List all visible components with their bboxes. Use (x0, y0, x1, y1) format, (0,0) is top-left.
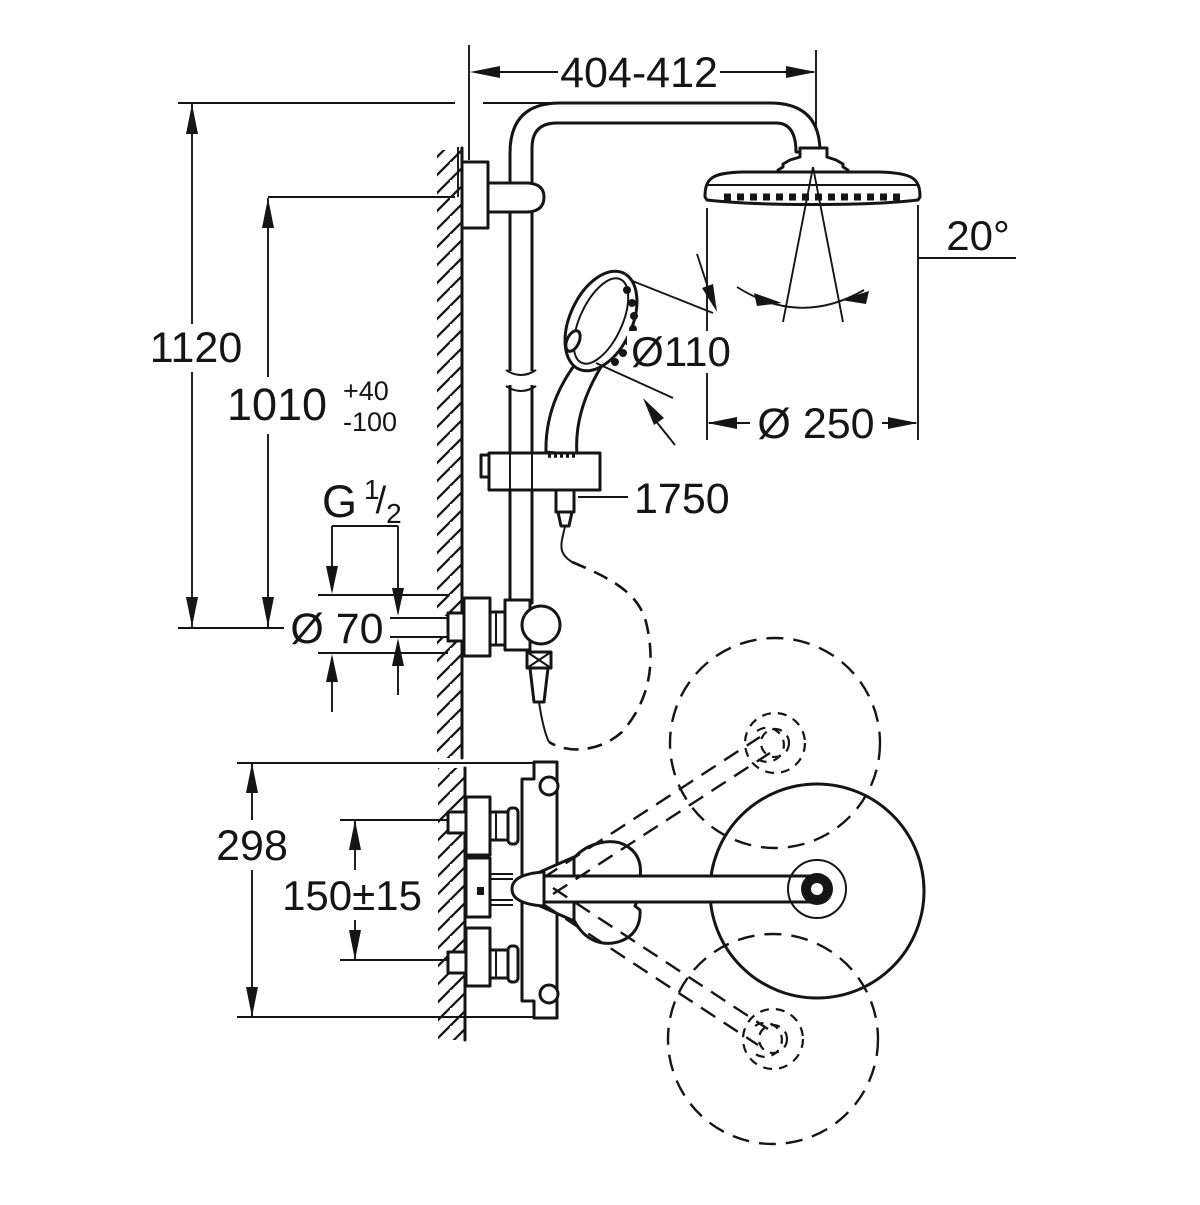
dim-inlet-spacing-label: 150±15 (282, 872, 422, 919)
hand-spray-dots (611, 286, 638, 366)
shower-hose (538, 525, 652, 751)
dim-thread-escutcheon (318, 525, 448, 712)
mode-button (564, 329, 582, 353)
dim-hand-diameter (595, 279, 714, 446)
dim-rail-tol-plus: +40 (343, 376, 389, 406)
hand-shower (544, 269, 639, 457)
dimension-lines-upper (178, 45, 817, 629)
dim-total-height-label: 1120 (150, 324, 242, 372)
head-shower (703, 146, 922, 206)
head-shower-body (703, 170, 922, 206)
spray-angle (696, 166, 1016, 323)
dim-valve-height-label: 298 (216, 822, 288, 870)
wall-upper (437, 146, 464, 760)
dim-hand-diameter-label: Ø110 (631, 328, 731, 375)
arm-top-view (534, 874, 820, 904)
diverter-valve (381, 596, 562, 704)
dim-hose-length-label: 1750 (634, 475, 730, 523)
dimension-lines-lower (237, 762, 557, 1018)
wall-bracket (460, 160, 546, 230)
head-centre (787, 859, 847, 919)
dim-escutcheon-label: Ø 70 (290, 605, 383, 653)
dim-rail-tol-minus: -100 (343, 407, 397, 437)
dim-head-diameter (706, 205, 919, 440)
diverter-knob (520, 604, 562, 646)
wall-lower (438, 766, 467, 1042)
pipe-break (505, 369, 537, 392)
dim-head-diameter-label: Ø 250 (757, 400, 874, 448)
dim-spray-angle-label: 20° (946, 212, 1010, 259)
swivel-range (542, 636, 882, 1146)
slide-holder (479, 451, 602, 528)
dim-arm-reach-label: 404-412 (560, 49, 718, 97)
arm-pivot-cap (510, 870, 546, 908)
dim-rail-height-label: 1010 (227, 379, 327, 430)
